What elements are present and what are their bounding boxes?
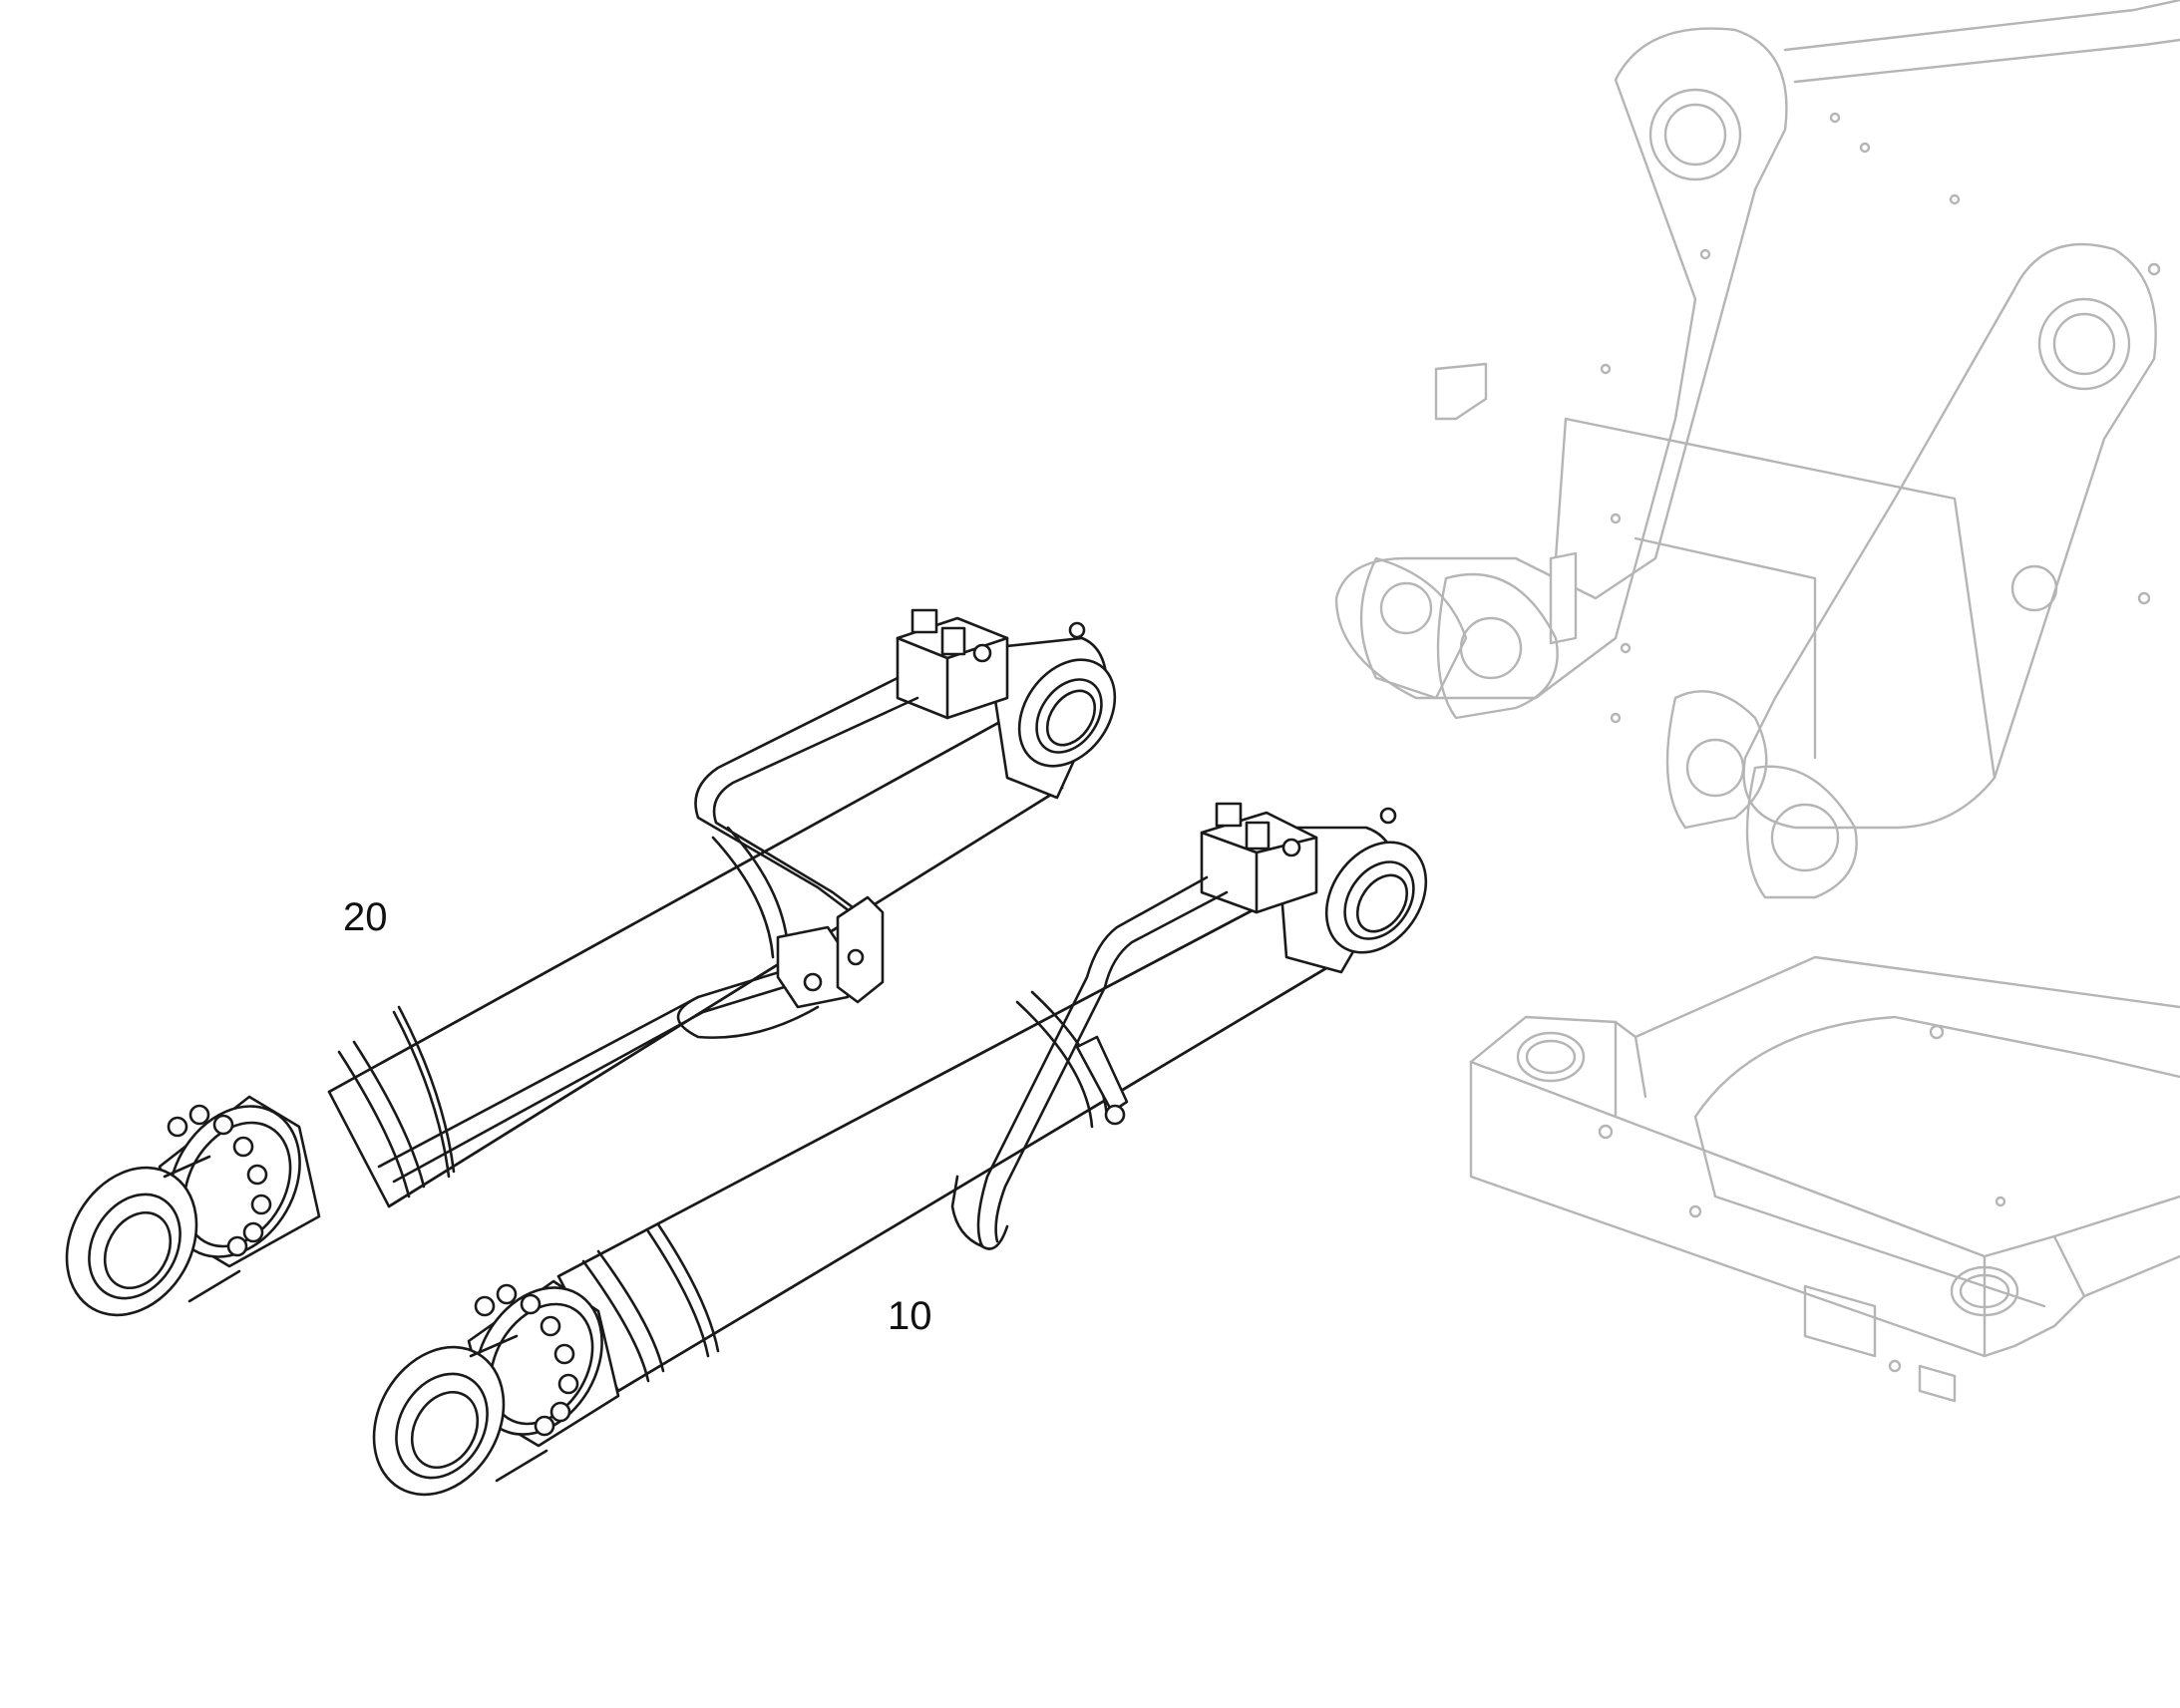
hydraulic-cylinder-20 <box>65 608 1117 1317</box>
flange-bolts-10 <box>474 1283 579 1437</box>
machine-frame-outline <box>1334 0 2180 1403</box>
flange-bolts-20 <box>167 1104 272 1257</box>
callout-part-20: 20 <box>343 895 388 939</box>
hydraulic-cylinder-10 <box>372 802 1428 1497</box>
callout-part-10: 10 <box>888 1294 932 1338</box>
